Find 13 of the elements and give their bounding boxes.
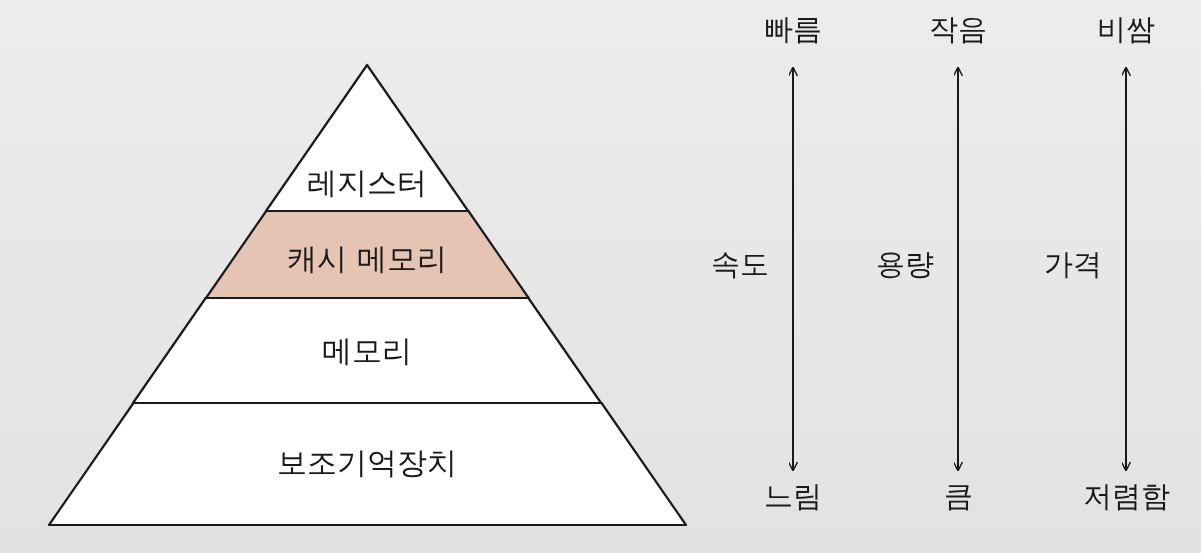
layer-label: 보조기억장치 — [276, 444, 458, 482]
scale-end-label: 느림 — [764, 478, 822, 515]
layer-label: 캐시 메모리 — [286, 240, 448, 278]
layer-label: 레지스터 — [306, 164, 428, 202]
axis-title: 가격 — [1044, 246, 1102, 283]
axis-title: 속도 — [711, 246, 769, 283]
scale-end-label: 빠름 — [764, 11, 822, 48]
scale-end-label: 저렴함 — [1082, 478, 1170, 515]
axis-title: 용량 — [876, 246, 934, 283]
scale-end-label: 큼 — [943, 478, 973, 515]
scale-end-label: 작음 — [929, 11, 987, 48]
scale-end-label: 비쌈 — [1097, 11, 1155, 48]
layer-label: 메모리 — [321, 332, 413, 370]
